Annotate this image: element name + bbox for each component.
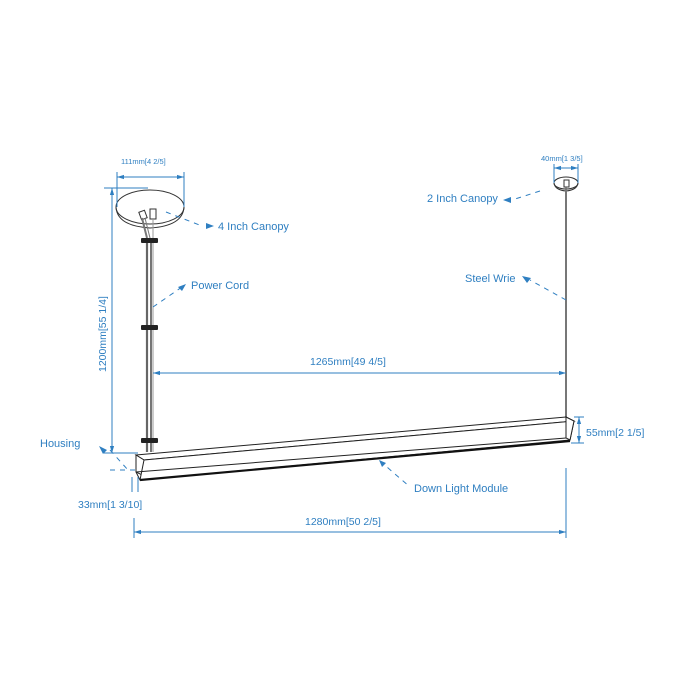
cable-clip [141,238,158,243]
dim-small-canopy-width: 40mm[1 3/5] [541,154,583,163]
label-housing: Housing [40,438,80,450]
dim-housing-height: 55mm[2 1/5] [586,427,644,439]
leader-small-canopy [511,190,541,201]
dim-overall-length: 1280mm[50 2/5] [305,516,381,528]
housing [134,416,576,482]
leader-large-canopy [165,211,203,227]
label-power-cord: Power Cord [191,280,249,292]
leader-down-light [379,460,411,488]
dim-overall-height: 1200mm[55 1/4] [97,296,109,372]
dim-suspension-span: 1265mm[49 4/5] [310,356,386,368]
leader-steel-wire [529,279,567,301]
dim-housing-depth: 33mm[1 3/10] [78,499,142,511]
cable-clip [141,325,158,330]
leader-housing [109,449,129,471]
leader-power-cord [152,286,183,308]
label-steel-wire: Steel Wrie [465,273,516,285]
label-down-light-module: Down Light Module [414,483,508,495]
power-cord [141,217,158,452]
label-2-inch-canopy: 2 Inch Canopy [427,193,498,205]
cable-clip [141,438,158,443]
dim-large-canopy-width: 111mm[4 2/5] [121,157,166,166]
label-4-inch-canopy: 4 Inch Canopy [218,221,289,233]
large-canopy [115,189,185,229]
